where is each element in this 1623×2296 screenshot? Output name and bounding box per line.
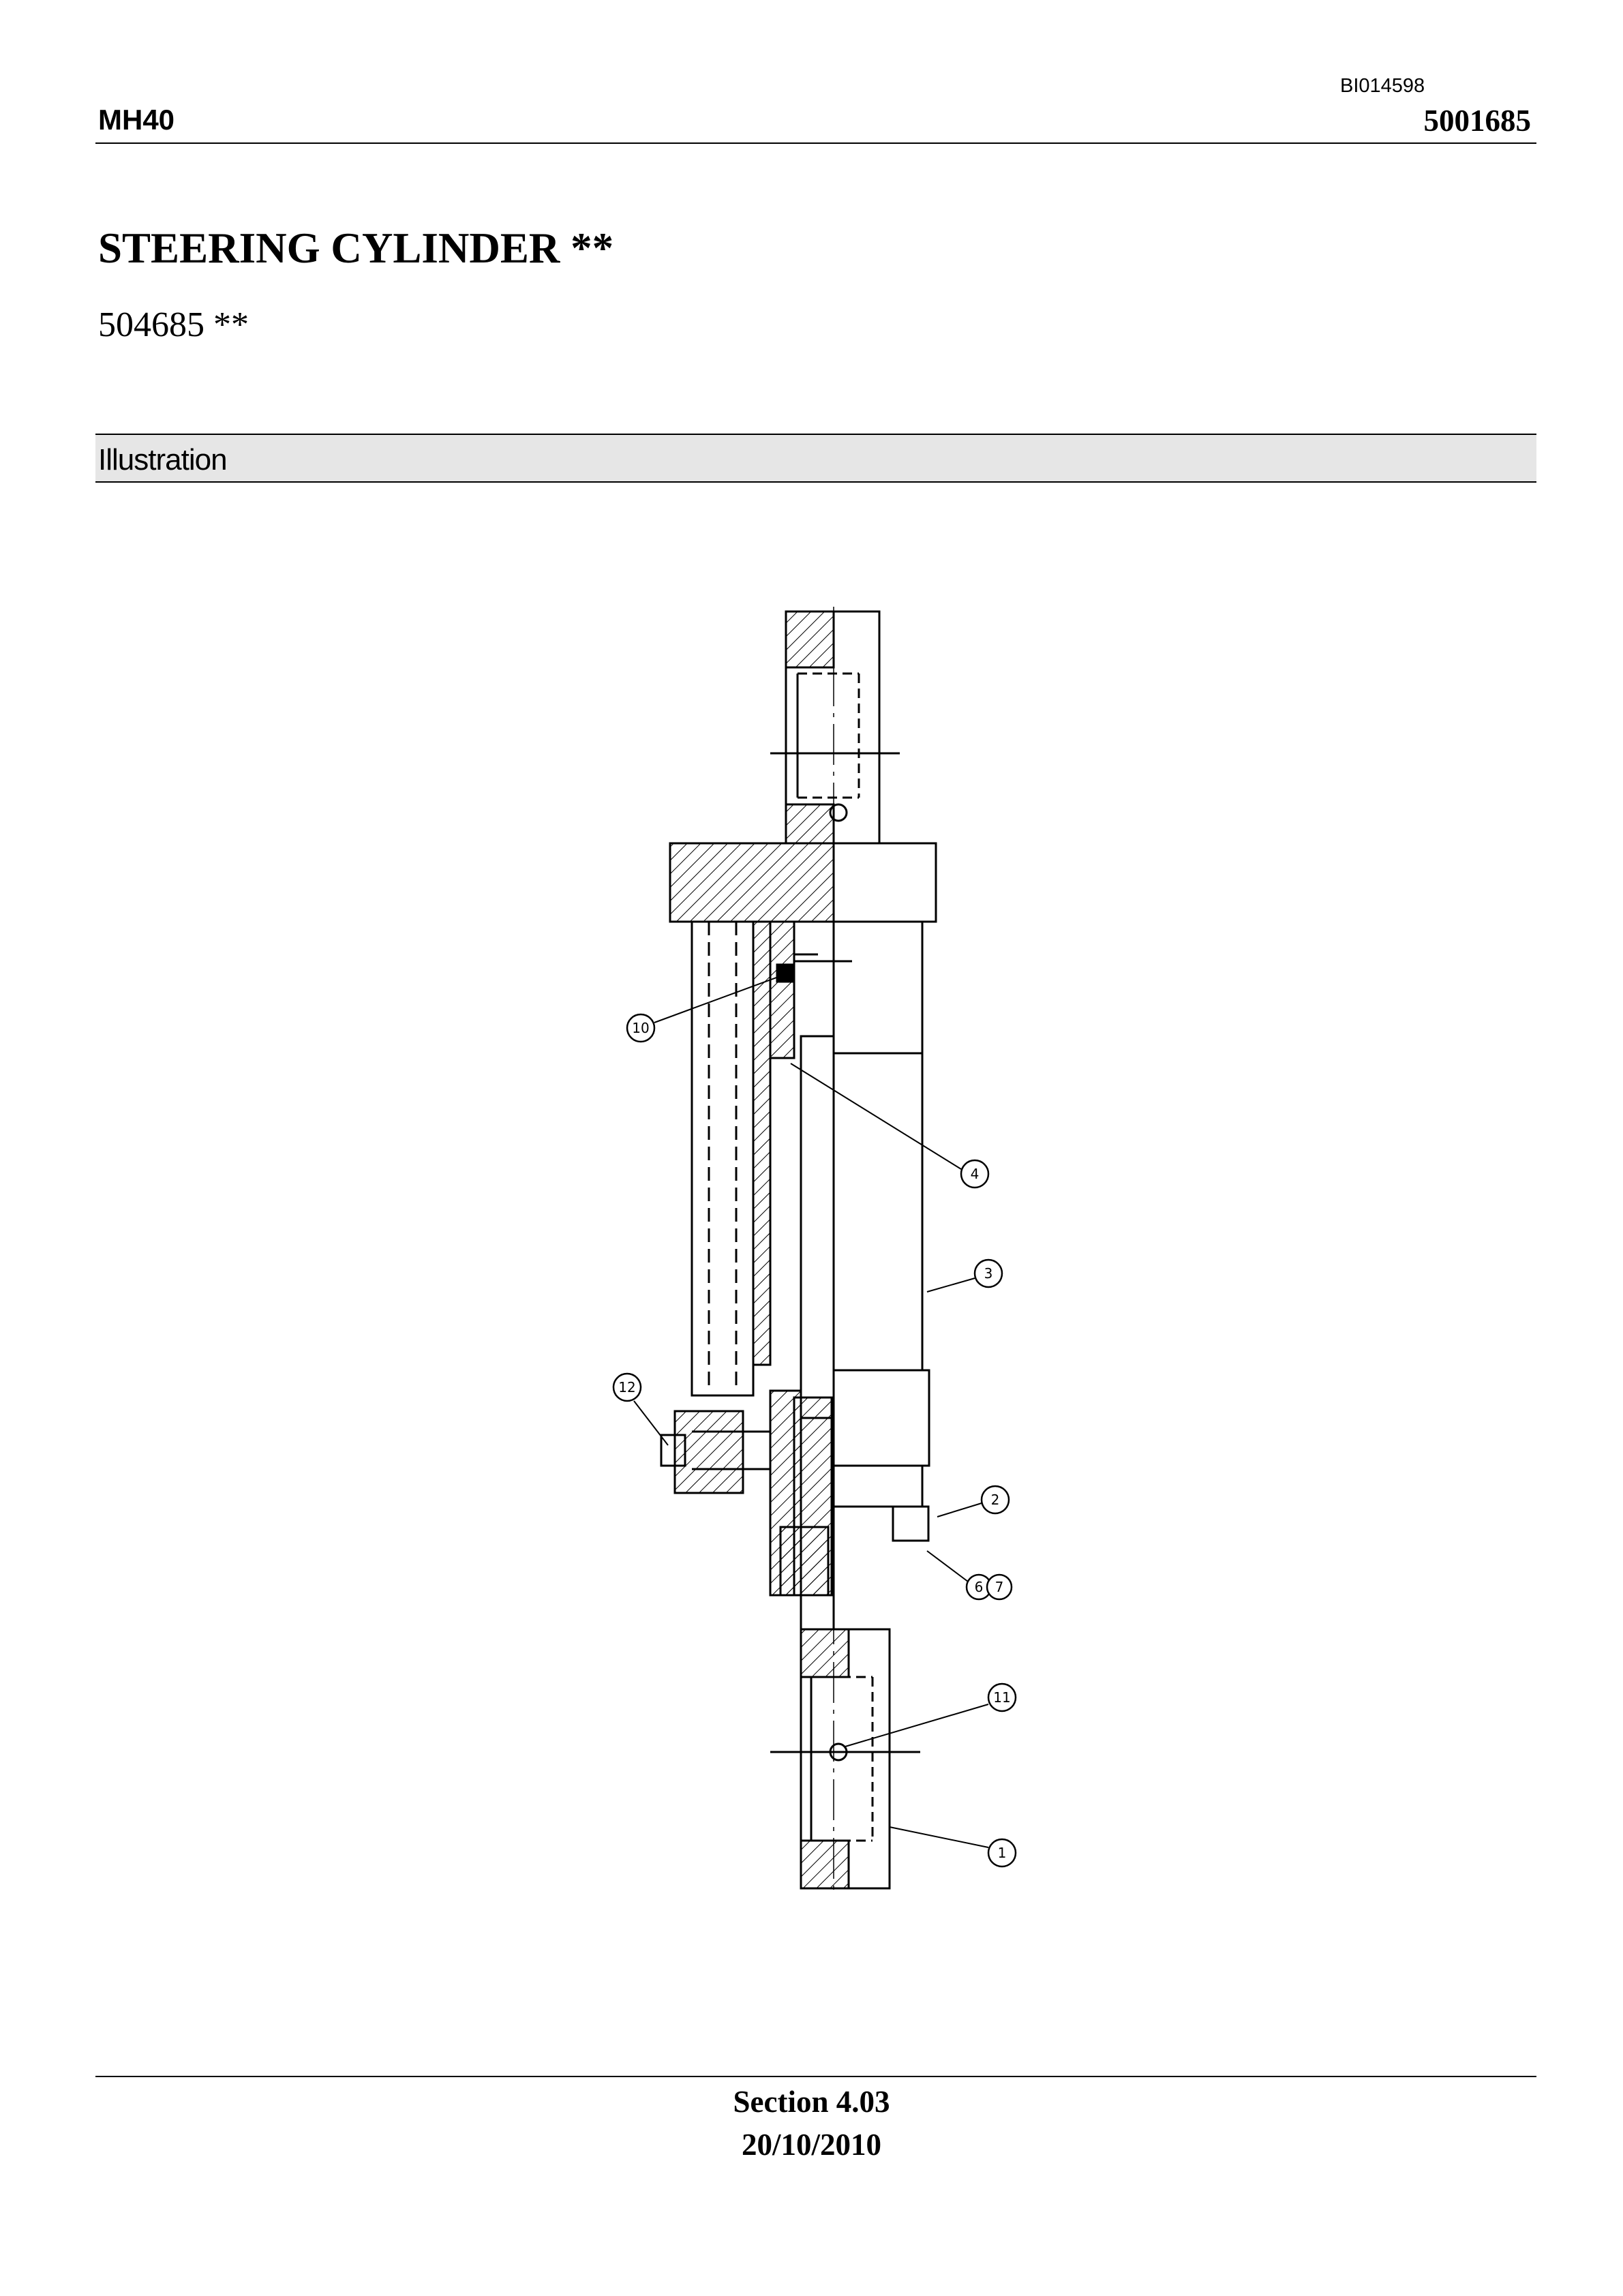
reference-code: BI014598 [1340,75,1425,97]
callout-11: 11 [993,1689,1010,1706]
section-heading: Illustration [98,443,228,477]
footer-divider [95,2076,1536,2077]
model-name: MH40 [98,104,175,136]
callout-12: 12 [618,1379,635,1395]
callout-6: 6 [975,1579,984,1595]
steering-cylinder-drawing: 10 4 3 12 2 6 7 11 1 [612,607,1017,1895]
document-number: 5001685 [1423,104,1532,138]
callout-4: 4 [971,1166,980,1182]
callout-2: 2 [991,1492,1000,1508]
callout-1: 1 [998,1845,1007,1861]
footer-date: 20/10/2010 [741,2128,881,2162]
callout-3: 3 [984,1265,993,1282]
callout-7: 7 [995,1579,1004,1595]
page-title: STEERING CYLINDER ** [98,224,614,272]
callout-10: 10 [632,1020,649,1036]
section-heading-bar: Illustration [95,434,1536,483]
footer-section: Section 4.03 [733,2085,890,2119]
part-number: 504685 ** [98,305,249,344]
header-divider [95,142,1536,144]
